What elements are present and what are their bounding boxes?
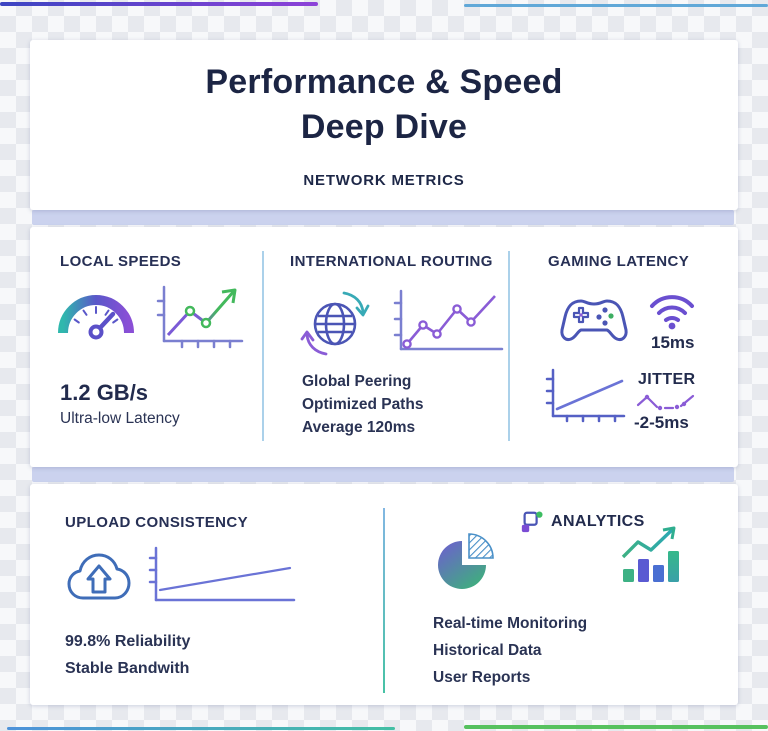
routing-line-1: Global Peering bbox=[302, 373, 412, 390]
upload-consistency-heading: UPLOAD CONSISTENCY bbox=[65, 514, 249, 531]
card-shadow-band-1 bbox=[32, 210, 734, 225]
routing-line-3: Average 120ms bbox=[302, 419, 416, 436]
gaming-latency-heading: GAMING LATENCY bbox=[548, 253, 690, 270]
analytics-line-1: Real-time Monitoring bbox=[433, 615, 588, 632]
bottom-accent-line-right bbox=[464, 725, 768, 729]
local-speed-value: 1.2 GB/s bbox=[60, 380, 149, 405]
top-accent-line-left bbox=[0, 2, 318, 6]
analytics-heading: ANALYTICS bbox=[551, 513, 645, 530]
analytics-line-2: Historical Data bbox=[433, 642, 542, 659]
upload-line-2: Stable Bandwith bbox=[65, 660, 190, 677]
upload-trend-chart-icon bbox=[148, 546, 296, 602]
analytics-nodes-icon bbox=[521, 511, 543, 533]
header-card: Performance & Speed Deep Dive NETWORK ME… bbox=[30, 40, 738, 210]
top-accent-line-right bbox=[464, 4, 768, 7]
jitter-sparkline-icon bbox=[636, 394, 695, 411]
cloud-upload-icon bbox=[67, 553, 131, 600]
network-metrics-card: LOCAL SPEEDS bbox=[30, 227, 738, 467]
jitter-label: JITTER bbox=[638, 371, 696, 388]
international-routing-heading: INTERNATIONAL ROUTING bbox=[290, 253, 493, 270]
routing-line-2: Optimized Paths bbox=[302, 396, 424, 413]
analytics-line-3: User Reports bbox=[433, 669, 531, 686]
bottom-accent-line-left bbox=[7, 727, 395, 730]
analytics-header: ANALYTICS bbox=[520, 510, 645, 534]
zigzag-chart-icon bbox=[393, 289, 504, 351]
international-routing-lines: Global Peering Optimized Paths Average 1… bbox=[302, 370, 423, 439]
title-line-2: Deep Dive bbox=[300, 108, 468, 146]
upload-consistency-lines: 99.8% Reliability Stable Bandwith bbox=[65, 628, 190, 682]
upload-line-1: 99.8% Reliability bbox=[65, 633, 191, 650]
title-line-1: Performance & Speed bbox=[205, 63, 563, 101]
column-divider-2 bbox=[508, 251, 510, 441]
local-speed-caption: Ultra-low Latency bbox=[60, 410, 180, 427]
trend-up-chart-icon bbox=[156, 285, 244, 349]
analytics-lines: Real-time Monitoring Historical Data Use… bbox=[433, 610, 587, 691]
page-title: Performance & Speed Deep Dive bbox=[30, 60, 738, 150]
jitter-value: -2-5ms bbox=[634, 413, 689, 432]
page-subtitle: NETWORK METRICS bbox=[303, 172, 465, 189]
bottom-column-divider bbox=[383, 508, 385, 693]
bottom-card: UPLOAD CONSISTENCY 99.8% Reliability Sta… bbox=[30, 484, 738, 705]
local-speeds-heading: LOCAL SPEEDS bbox=[60, 253, 182, 270]
column-divider-1 bbox=[262, 251, 264, 441]
pie-chart-icon bbox=[438, 533, 494, 589]
wifi-icon bbox=[650, 295, 694, 330]
card-shadow-band-2 bbox=[32, 467, 734, 482]
bar-chart-trend-icon bbox=[621, 526, 679, 582]
latency-chart-icon bbox=[545, 368, 626, 423]
speedometer-icon bbox=[58, 295, 134, 340]
ping-value: 15ms bbox=[651, 333, 695, 352]
globe-sync-icon bbox=[300, 291, 370, 356]
gamepad-icon bbox=[560, 299, 628, 341]
